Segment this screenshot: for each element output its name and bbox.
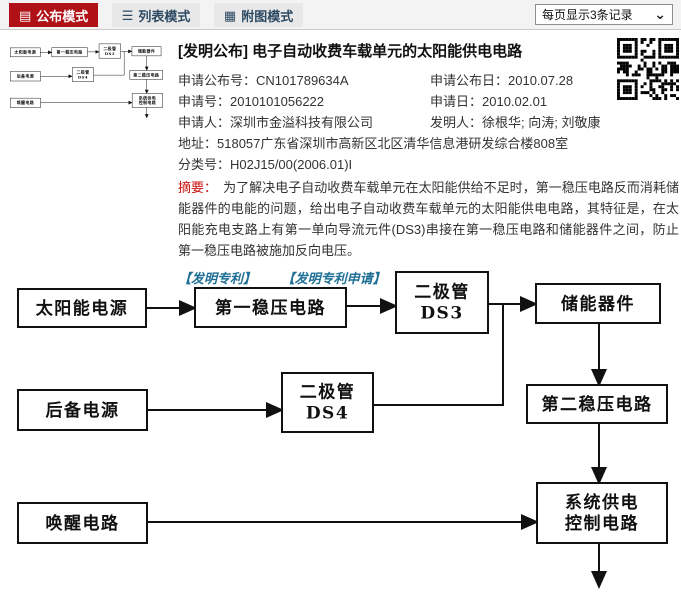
svg-text:DS3: DS3 [105,51,115,56]
svg-text:后备电源: 后备电源 [17,73,34,79]
svg-text:DS4: DS4 [78,74,88,79]
list-icon: ☰ [121,7,134,23]
field-pub-number: 申请公布号：CN101789634A [178,73,349,88]
svg-text:储能器件: 储能器件 [138,48,155,54]
svg-text:后备电源: 后备电源 [46,400,120,421]
svg-text:唤醒电路: 唤醒电路 [17,99,34,105]
field-row: 申请公布号：CN101789634A 申请公布日：2010.07.28 [178,70,679,91]
svg-text:二极管: 二极管 [414,282,470,303]
svg-text:储能器件: 储能器件 [561,294,635,315]
patent-record: [发明公布] 电子自动收费车载单元的太阳能供电电路 申请公布号：CN101789… [178,40,679,287]
patent-title[interactable]: [发明公布] 电子自动收费车载单元的太阳能供电电路 [178,43,523,60]
tab-publish-mode[interactable]: ▤ 公布模式 [9,3,99,27]
svg-text:系统供电: 系统供电 [139,94,156,100]
field-classification: 分类号：H02J15/00(2006.01)I [178,154,679,175]
field-row: 申请人：深圳市金溢科技有限公司 发明人：徐根华; 向涛; 刘敬康 [178,112,679,133]
svg-text:太阳能电源: 太阳能电源 [36,298,129,319]
svg-text:太阳能电源: 太阳能电源 [13,49,36,55]
field-app-number: 申请号：2010101056222 [178,94,325,109]
tab-figure-label: 附图模式 [241,8,294,24]
svg-text:控制电路: 控制电路 [139,99,156,105]
grid-icon: ▦ [223,7,237,23]
tab-list-label: 列表模式 [138,8,191,24]
svg-text:第一稳压电路: 第一稳压电路 [57,49,83,55]
svg-text:二极管: 二极管 [76,68,89,74]
field-pub-date: 申请公布日：2010.07.28 [430,73,574,88]
svg-text:第二稳压电路: 第二稳压电路 [133,71,159,77]
svg-text:二极管: 二极管 [103,45,116,51]
qr-code [617,38,679,100]
svg-text:二极管: 二极管 [300,382,356,403]
tab-list-mode[interactable]: ☰ 列表模式 [111,3,201,27]
abstract-text: 为了解决电子自动收费车载单元在太阳能供给不足时，第一稳压电路反而消耗储能器件的电… [178,180,679,258]
document-lines-icon: ▤ [19,7,32,23]
page-size-value: 每页显示3条记录 [542,8,633,22]
field-classification-text: 分类号：H02J15/00(2006.01)I [178,157,353,172]
svg-text:控制电路: 控制电路 [565,513,639,534]
tab-figure-mode[interactable]: ▦ 附图模式 [213,3,304,27]
field-app-date: 申请日：2010.02.01 [430,94,548,109]
link-invention-patent[interactable]: 【发明专利】 [178,271,257,286]
svg-text:系统供电: 系统供电 [565,492,639,513]
page-size-select[interactable]: 每页显示3条记录 ⌄ [535,4,673,25]
tab-publish-label: 公布模式 [36,8,89,24]
svg-text:第一稳压电路: 第一稳压电路 [215,298,326,319]
svg-text:唤醒电路: 唤醒电路 [46,513,120,534]
field-address: 地址：518057广东省深圳市高新区北区清华信息港研发综合楼808室 [178,133,679,154]
view-mode-tabbar: ▤ 公布模式 ☰ 列表模式 ▦ 附图模式 每页显示3条记录 ⌄ [0,0,681,30]
field-address-text: 地址：518057广东省深圳市高新区北区清华信息港研发综合楼808室 [178,136,569,151]
svg-text:DS4: DS4 [306,404,349,424]
link-invention-application[interactable]: 【发明专利申请】 [281,271,386,286]
field-row: 申请号：2010101056222 申请日：2010.02.01 [178,91,679,112]
field-applicant: 申请人：深圳市金溢科技有限公司 [178,115,374,130]
svg-text:第二稳压电路: 第二稳压电路 [542,394,653,415]
abstract-paragraph: 摘要：为了解决电子自动收费车载单元在太阳能供给不足时，第一稳压电路反而消耗储能器… [178,177,679,261]
field-inventors: 发明人：徐根华; 向涛; 刘敬康 [430,115,601,130]
abstract-label: 摘要： [178,180,218,195]
svg-text:DS3: DS3 [420,304,463,324]
chevron-down-icon: ⌄ [654,6,666,23]
